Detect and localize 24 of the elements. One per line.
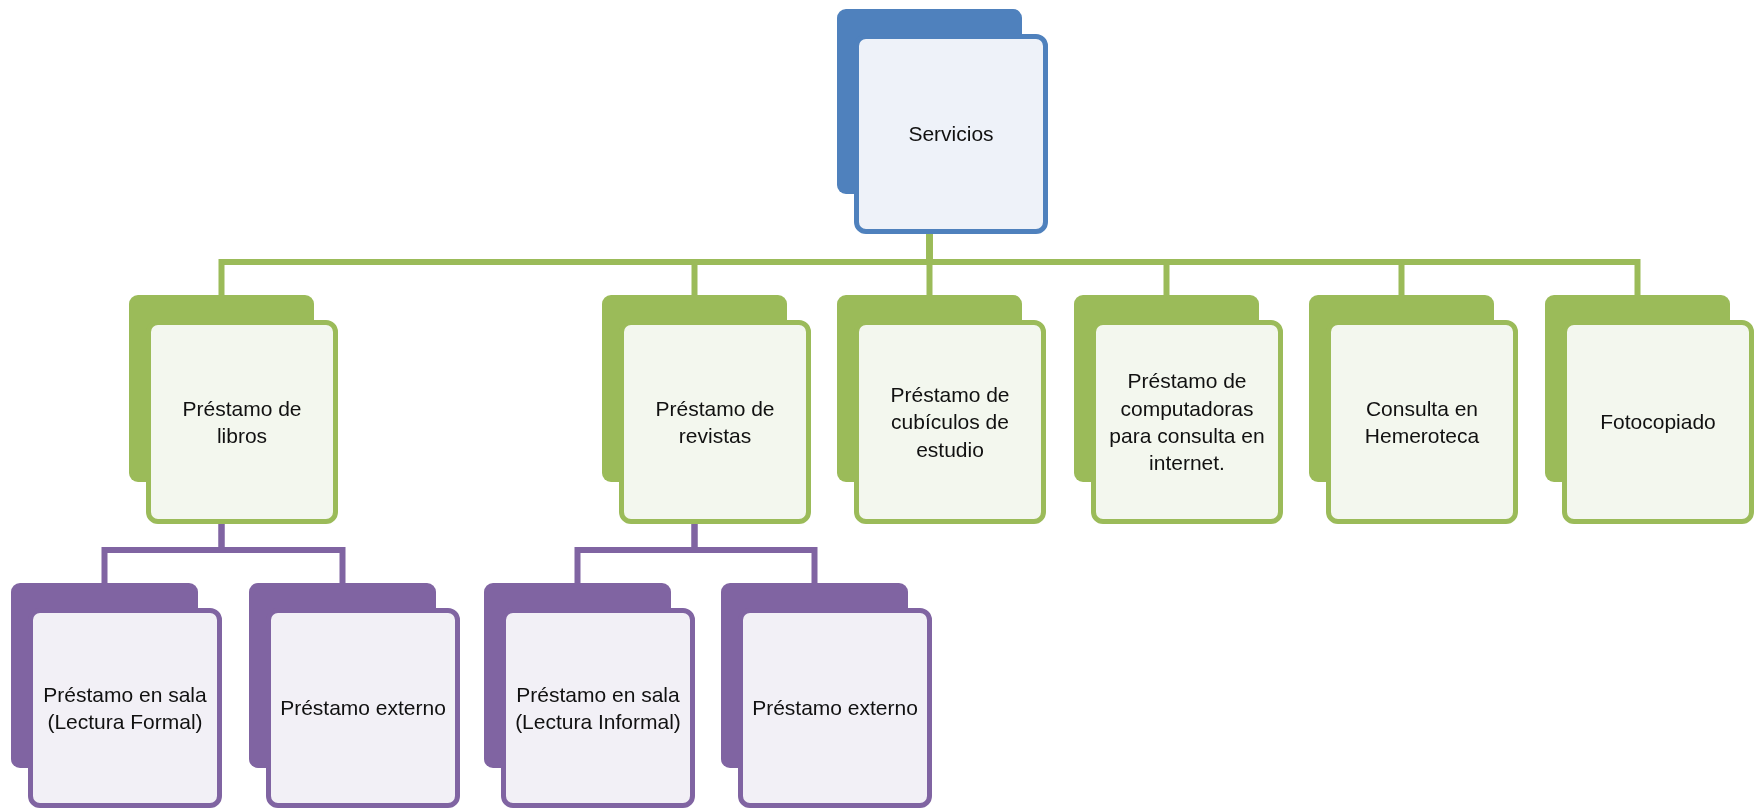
- card-label: Préstamo en sala (Lectura Formal): [42, 681, 208, 735]
- connector-line: [218, 524, 346, 583]
- card-label: Consulta en Hemeroteca: [1363, 395, 1481, 449]
- card-label: Préstamo de cubículos de estudio: [889, 382, 1011, 463]
- card-label: Préstamo de libros: [181, 395, 303, 449]
- stacked-card: [721, 583, 932, 808]
- card-label: Préstamo de revistas: [654, 395, 776, 449]
- connector-line: [691, 524, 818, 583]
- card-label: Servicios: [908, 121, 994, 148]
- stacked-card: [837, 295, 1046, 524]
- card-label: Préstamo de computadoras para consulta en internet.: [1108, 368, 1266, 477]
- stacked-card: [1309, 295, 1518, 524]
- stacked-card: [837, 9, 1048, 234]
- stacked-card: [249, 583, 460, 808]
- stacked-card: [484, 583, 695, 808]
- card-label: Fotocopiado: [1600, 409, 1716, 436]
- stacked-card: [129, 295, 338, 524]
- stacked-card: [11, 583, 222, 808]
- stacked-card: [1074, 295, 1283, 524]
- stacked-card: [602, 295, 811, 524]
- stacked-card: [1545, 295, 1754, 524]
- card-label: Préstamo externo: [280, 695, 446, 722]
- card-label: Préstamo externo: [752, 695, 918, 722]
- card-label: Préstamo en sala (Lectura Informal): [514, 681, 682, 735]
